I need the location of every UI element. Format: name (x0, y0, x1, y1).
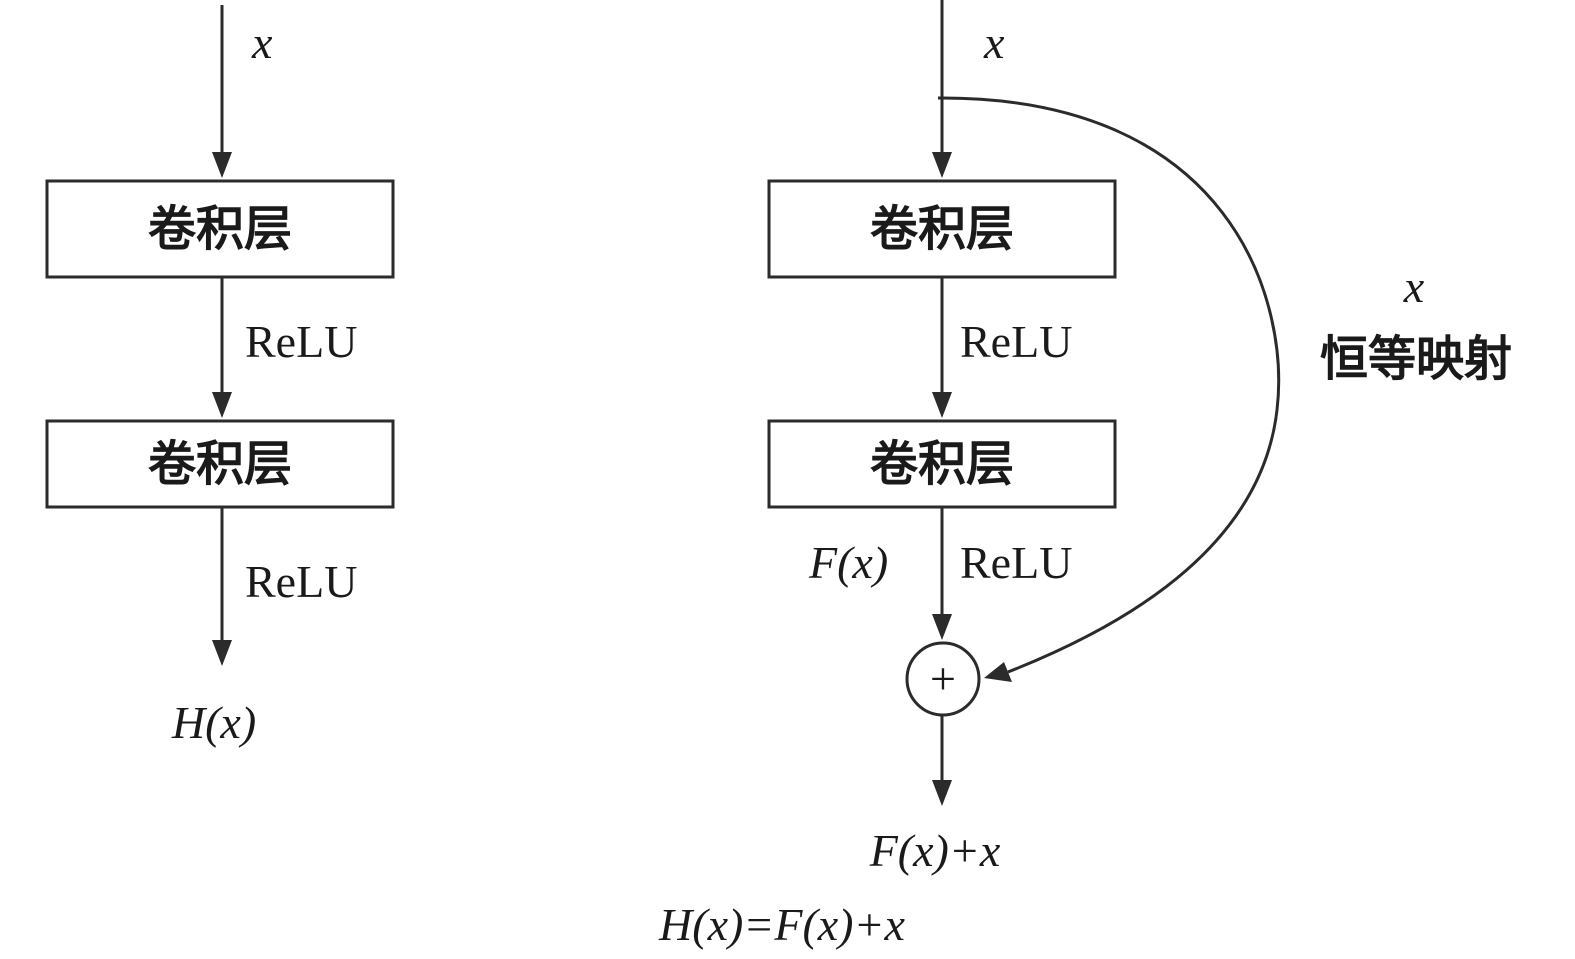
res-conv-layer-2-label: 卷积层 (870, 436, 1014, 492)
res-conv-layer-2 (767, 419, 1117, 509)
plain-conv-layer-2-label: 卷积层 (148, 436, 292, 492)
plain-arrow-3 (212, 640, 232, 666)
plain-relu-1: ReLU (245, 316, 357, 367)
res-conv-layer-1 (767, 179, 1117, 279)
plain-arrow-1 (212, 152, 232, 178)
res-arrow-4 (932, 780, 952, 806)
equation-label: H(x)=F(x)+x (658, 899, 906, 950)
plain-conv-layer-2 (45, 419, 395, 509)
plain-input-label: x (251, 17, 273, 68)
res-relu-1: ReLU (960, 316, 1072, 367)
residual-block: x 卷积层 ReLU 卷积层 F(x) ReLU x 恒等映射 + F(x)+x (767, 0, 1512, 876)
identity-shortcut-curve (937, 96, 1281, 674)
res-relu-2: ReLU (960, 537, 1072, 588)
plain-relu-2: ReLU (245, 556, 357, 607)
res-input-label: x (983, 17, 1005, 68)
res-conv-layer-1-label: 卷积层 (870, 201, 1014, 257)
res-arrow-3 (932, 614, 952, 640)
plain-arrow-2 (212, 392, 232, 418)
res-fx-label: F(x) (808, 537, 888, 588)
shortcut-x-label: x (1403, 261, 1425, 312)
res-arrow-1 (932, 152, 952, 178)
res-output-label: F(x)+x (869, 825, 1001, 876)
res-arrow-2 (932, 392, 952, 418)
plain-conv-layer-1 (45, 179, 395, 279)
plain-conv-layer-1-label: 卷积层 (148, 201, 292, 257)
plus-sign: + (930, 653, 956, 704)
plain-block: x 卷积层 ReLU 卷积层 ReLU H(x) (45, 5, 395, 748)
identity-shortcut-arrow (984, 662, 1012, 682)
shortcut-label: 恒等映射 (1320, 331, 1512, 387)
plain-output-label: H(x) (171, 697, 256, 748)
